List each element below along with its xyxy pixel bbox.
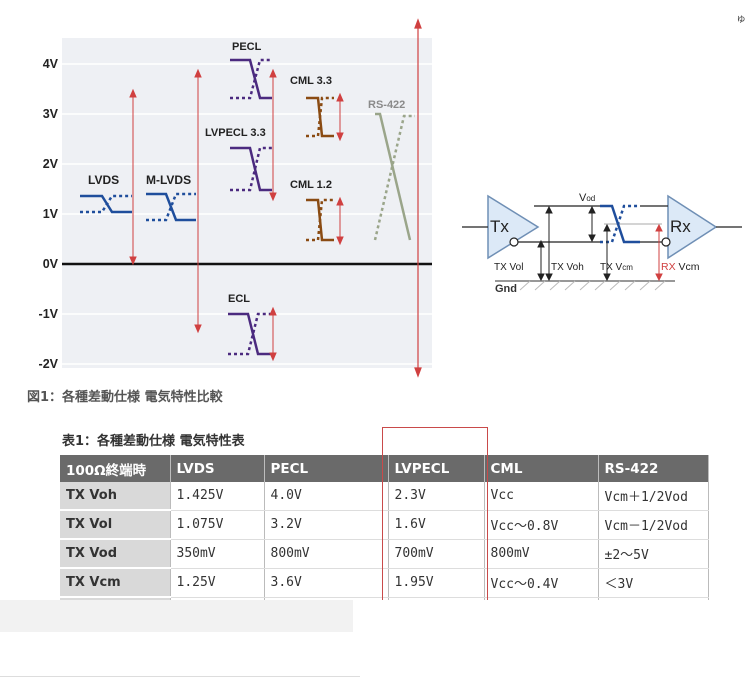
table-cell: 1.25V: [170, 568, 265, 598]
y-tick-label: 4V: [43, 57, 59, 71]
mlvds-range-arrow: [194, 68, 202, 334]
row-header-cell: TX Vcm: [60, 568, 171, 598]
cml33-waveform: [306, 96, 334, 138]
table-cell: 4.0V: [264, 482, 389, 511]
table-cell: 1.6V: [388, 510, 485, 540]
rx-buffer: [667, 194, 718, 260]
table-cell: 1.425V: [170, 482, 265, 511]
rs422-label: RS-422: [368, 99, 405, 111]
tx-vol-label: TX Vol: [494, 262, 523, 273]
pecl-range-arrow: [269, 68, 277, 202]
table-cell: ＜3V: [598, 568, 709, 598]
table-header-cell: LVDS: [170, 455, 265, 482]
right-blank-area: [353, 600, 746, 678]
row-header-cell: TX Vol: [60, 510, 171, 540]
y-tick-label: -2V: [39, 357, 59, 371]
pecl-label: PECL: [232, 41, 262, 53]
cml33-label: CML 3.3: [290, 75, 332, 87]
table-row: TX Voh 1.425V 4.0V 2.3V Vcc Vcm＋1/2Vod: [60, 482, 709, 511]
table-cell: Vcm＋1/2Vod: [598, 482, 709, 511]
table-cell: 800mV: [484, 539, 599, 569]
table-header-cell: PECL: [264, 455, 389, 482]
table-header-row: 100Ω終端時 LVDS PECL LVPECL CML RS-422: [60, 455, 709, 482]
table-header-cell: 100Ω終端時: [60, 455, 171, 482]
corner-glyph: ゅ: [736, 14, 746, 25]
tx-voh-label: TX Voh: [551, 262, 584, 273]
ecl-label: ECL: [228, 293, 250, 305]
cml12-waveform: [306, 198, 334, 242]
lvds-waveform: [80, 194, 132, 214]
row-header-cell: TX Voh: [60, 482, 171, 511]
ecl-range-arrow: [269, 306, 277, 362]
table-row: TX Vod 350mV 800mV 700mV 800mV ±2〜5V: [60, 539, 709, 569]
table-cell: 350mV: [170, 539, 265, 569]
lvds-range-arrow: [129, 88, 137, 266]
spec-table: 100Ω終端時 LVDS PECL LVPECL CML RS-422 TX V…: [60, 455, 709, 608]
table-cell: 700mV: [388, 539, 485, 569]
table-cell: Vcc〜0.8V: [484, 510, 599, 540]
y-tick-label: 0V: [43, 257, 59, 271]
rx-vcm-label: RX Vcm: [661, 261, 700, 273]
table-row: TX Vol 1.075V 3.2V 1.6V Vcc〜0.8V Vcm－1/2…: [60, 510, 709, 540]
table-cell: Vcm－1/2Vod: [598, 510, 709, 540]
y-tick-label: -1V: [39, 307, 59, 321]
table-cell: Vcc〜0.4V: [484, 568, 599, 598]
y-tick-label: 2V: [43, 157, 59, 171]
table-header-cell: CML: [484, 455, 599, 482]
table-cell: 2.3V: [388, 482, 485, 511]
lvpecl-highlight-box: [382, 427, 488, 609]
table-cell: Vcc: [484, 482, 599, 511]
rx-label: Rx: [670, 217, 691, 236]
lower-blank-area: [0, 632, 353, 678]
chart-panel: [62, 38, 432, 368]
table-row: TX Vcm 1.25V 3.6V 1.95V Vcc〜0.4V ＜3V: [60, 568, 709, 598]
tx-label: Tx: [490, 217, 509, 236]
circuit-diagram: Gnd Tx Rx: [462, 192, 742, 295]
pecl-waveform: [230, 58, 272, 100]
y-tick-label: 3V: [43, 107, 59, 121]
differential-spec-figure: 4V 3V 2V 1V 0V -1V -2V LVDS M-LVDS PECL …: [39, 18, 742, 378]
table-header-cell: LVPECL: [388, 455, 485, 482]
y-tick-label: 1V: [43, 207, 59, 221]
cml12-label: CML 1.2: [290, 179, 332, 191]
table-cell: 3.2V: [264, 510, 389, 540]
rs422-range-arrow: [414, 18, 422, 378]
lower-overlay-panel: [0, 600, 354, 632]
cml33-range-arrow: [336, 92, 344, 142]
gnd-label: Gnd: [495, 283, 517, 295]
lvpecl-waveform: [230, 146, 272, 192]
cml12-range-arrow: [336, 196, 344, 246]
tx-vcm-label: TX Vcm: [600, 262, 633, 273]
mlvds-waveform: [146, 192, 196, 222]
table-cell: ±2〜5V: [598, 539, 709, 569]
lvds-label: LVDS: [88, 173, 119, 187]
table-cell: 3.6V: [264, 568, 389, 598]
lvpecl-label: LVPECL 3.3: [205, 127, 266, 139]
table-cell: 800mV: [264, 539, 389, 569]
rs422-waveform: [373, 112, 415, 241]
table-header-cell: RS-422: [598, 455, 709, 482]
bottom-divider: [0, 676, 360, 677]
table-caption: 表1：各種差動仕様 電気特性表: [62, 434, 245, 449]
table-cell: 1.95V: [388, 568, 485, 598]
row-header-cell: TX Vod: [60, 539, 171, 569]
ecl-waveform: [228, 312, 272, 356]
mlvds-label: M-LVDS: [146, 173, 191, 187]
vod-label: Vod: [579, 192, 595, 204]
table-cell: 1.075V: [170, 510, 265, 540]
figure-caption: 図1：各種差動仕様 電気特性比較: [27, 390, 223, 405]
